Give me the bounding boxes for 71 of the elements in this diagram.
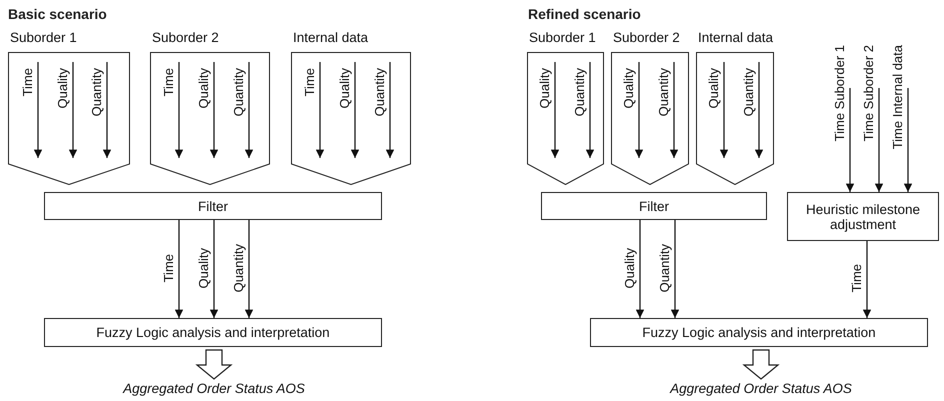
edge-label: Time: [162, 68, 176, 96]
process-box: Fuzzy Logic analysis and interpretation: [44, 318, 382, 347]
edge-label: Time Suborder 1: [833, 45, 847, 142]
arrow: [670, 62, 678, 158]
source-panel: [696, 30, 774, 185]
edge-label: Time: [162, 254, 176, 282]
arrow: [846, 88, 854, 192]
source-heading: Suborder 2: [613, 30, 680, 45]
edge-label: Time Suborder 2: [862, 45, 876, 142]
edge-label: Time: [303, 68, 317, 96]
edge-label: Quantity: [573, 68, 587, 116]
arrow: [550, 62, 560, 158]
edge-label: Time Internal data: [891, 45, 905, 150]
block-arrow: [742, 349, 780, 380]
arrow: [174, 62, 184, 158]
edge-label: Time: [21, 68, 35, 96]
panel-heading: Refined scenario: [528, 6, 641, 22]
edge-label: Quality: [338, 68, 352, 108]
source-panel: [527, 30, 604, 185]
panel-heading: Basic scenario: [8, 6, 107, 22]
arrow: [210, 62, 218, 158]
process-box: Heuristic milestone adjustment: [787, 192, 939, 241]
edge-label: Quantity: [373, 68, 387, 116]
arrow: [634, 62, 644, 158]
arrow: [862, 241, 872, 318]
arrow: [68, 62, 78, 158]
edge-label: Quality: [197, 248, 211, 288]
edge-label: Time: [850, 264, 864, 293]
arrow: [102, 62, 112, 158]
arrow: [904, 88, 912, 192]
edge-label: Quantity: [657, 68, 671, 116]
arrow: [174, 220, 184, 318]
edge-label: Quantity: [232, 244, 246, 292]
edge-label: Quality: [622, 68, 636, 108]
edge-label: Quality: [707, 68, 721, 108]
source-heading: Internal data: [698, 30, 774, 45]
arrow: [34, 62, 42, 158]
arrow: [244, 220, 254, 318]
arrow: [874, 88, 884, 192]
edge-label: Quality: [56, 68, 70, 108]
arrow: [754, 62, 764, 158]
edge-label: Quality: [623, 248, 637, 288]
edge-label: Quality: [197, 68, 211, 108]
source-heading: Suborder 2: [152, 30, 219, 45]
block-arrow: [195, 349, 233, 380]
edge-label: Quantity: [658, 244, 672, 292]
arrow: [386, 62, 394, 158]
arrow: [670, 220, 680, 318]
edge-label: Quality: [538, 68, 552, 108]
source-heading: Internal data: [293, 30, 368, 45]
arrow: [350, 62, 360, 158]
process-box: Fuzzy Logic analysis and interpretation: [590, 318, 928, 347]
arrow: [244, 62, 254, 158]
source-panel: [8, 30, 130, 185]
source-panel: [150, 30, 270, 185]
arrow: [586, 62, 594, 158]
source-heading: Suborder 1: [10, 30, 77, 45]
result-text: Aggregated Order Status AOS: [100, 381, 328, 399]
source-panel: [291, 30, 411, 185]
edge-label: Quantity: [90, 68, 104, 116]
result-text: Aggregated Order Status AOS: [647, 381, 875, 399]
process-box: Filter: [541, 192, 767, 220]
arrow: [636, 220, 644, 318]
edge-label: Quantity: [742, 68, 756, 116]
arrow: [316, 62, 324, 158]
source-heading: Suborder 1: [529, 30, 596, 45]
arrow: [720, 62, 728, 158]
edge-label: Quantity: [232, 68, 246, 116]
arrow: [210, 220, 218, 318]
process-box: Filter: [44, 192, 382, 220]
source-panel: [611, 30, 689, 185]
